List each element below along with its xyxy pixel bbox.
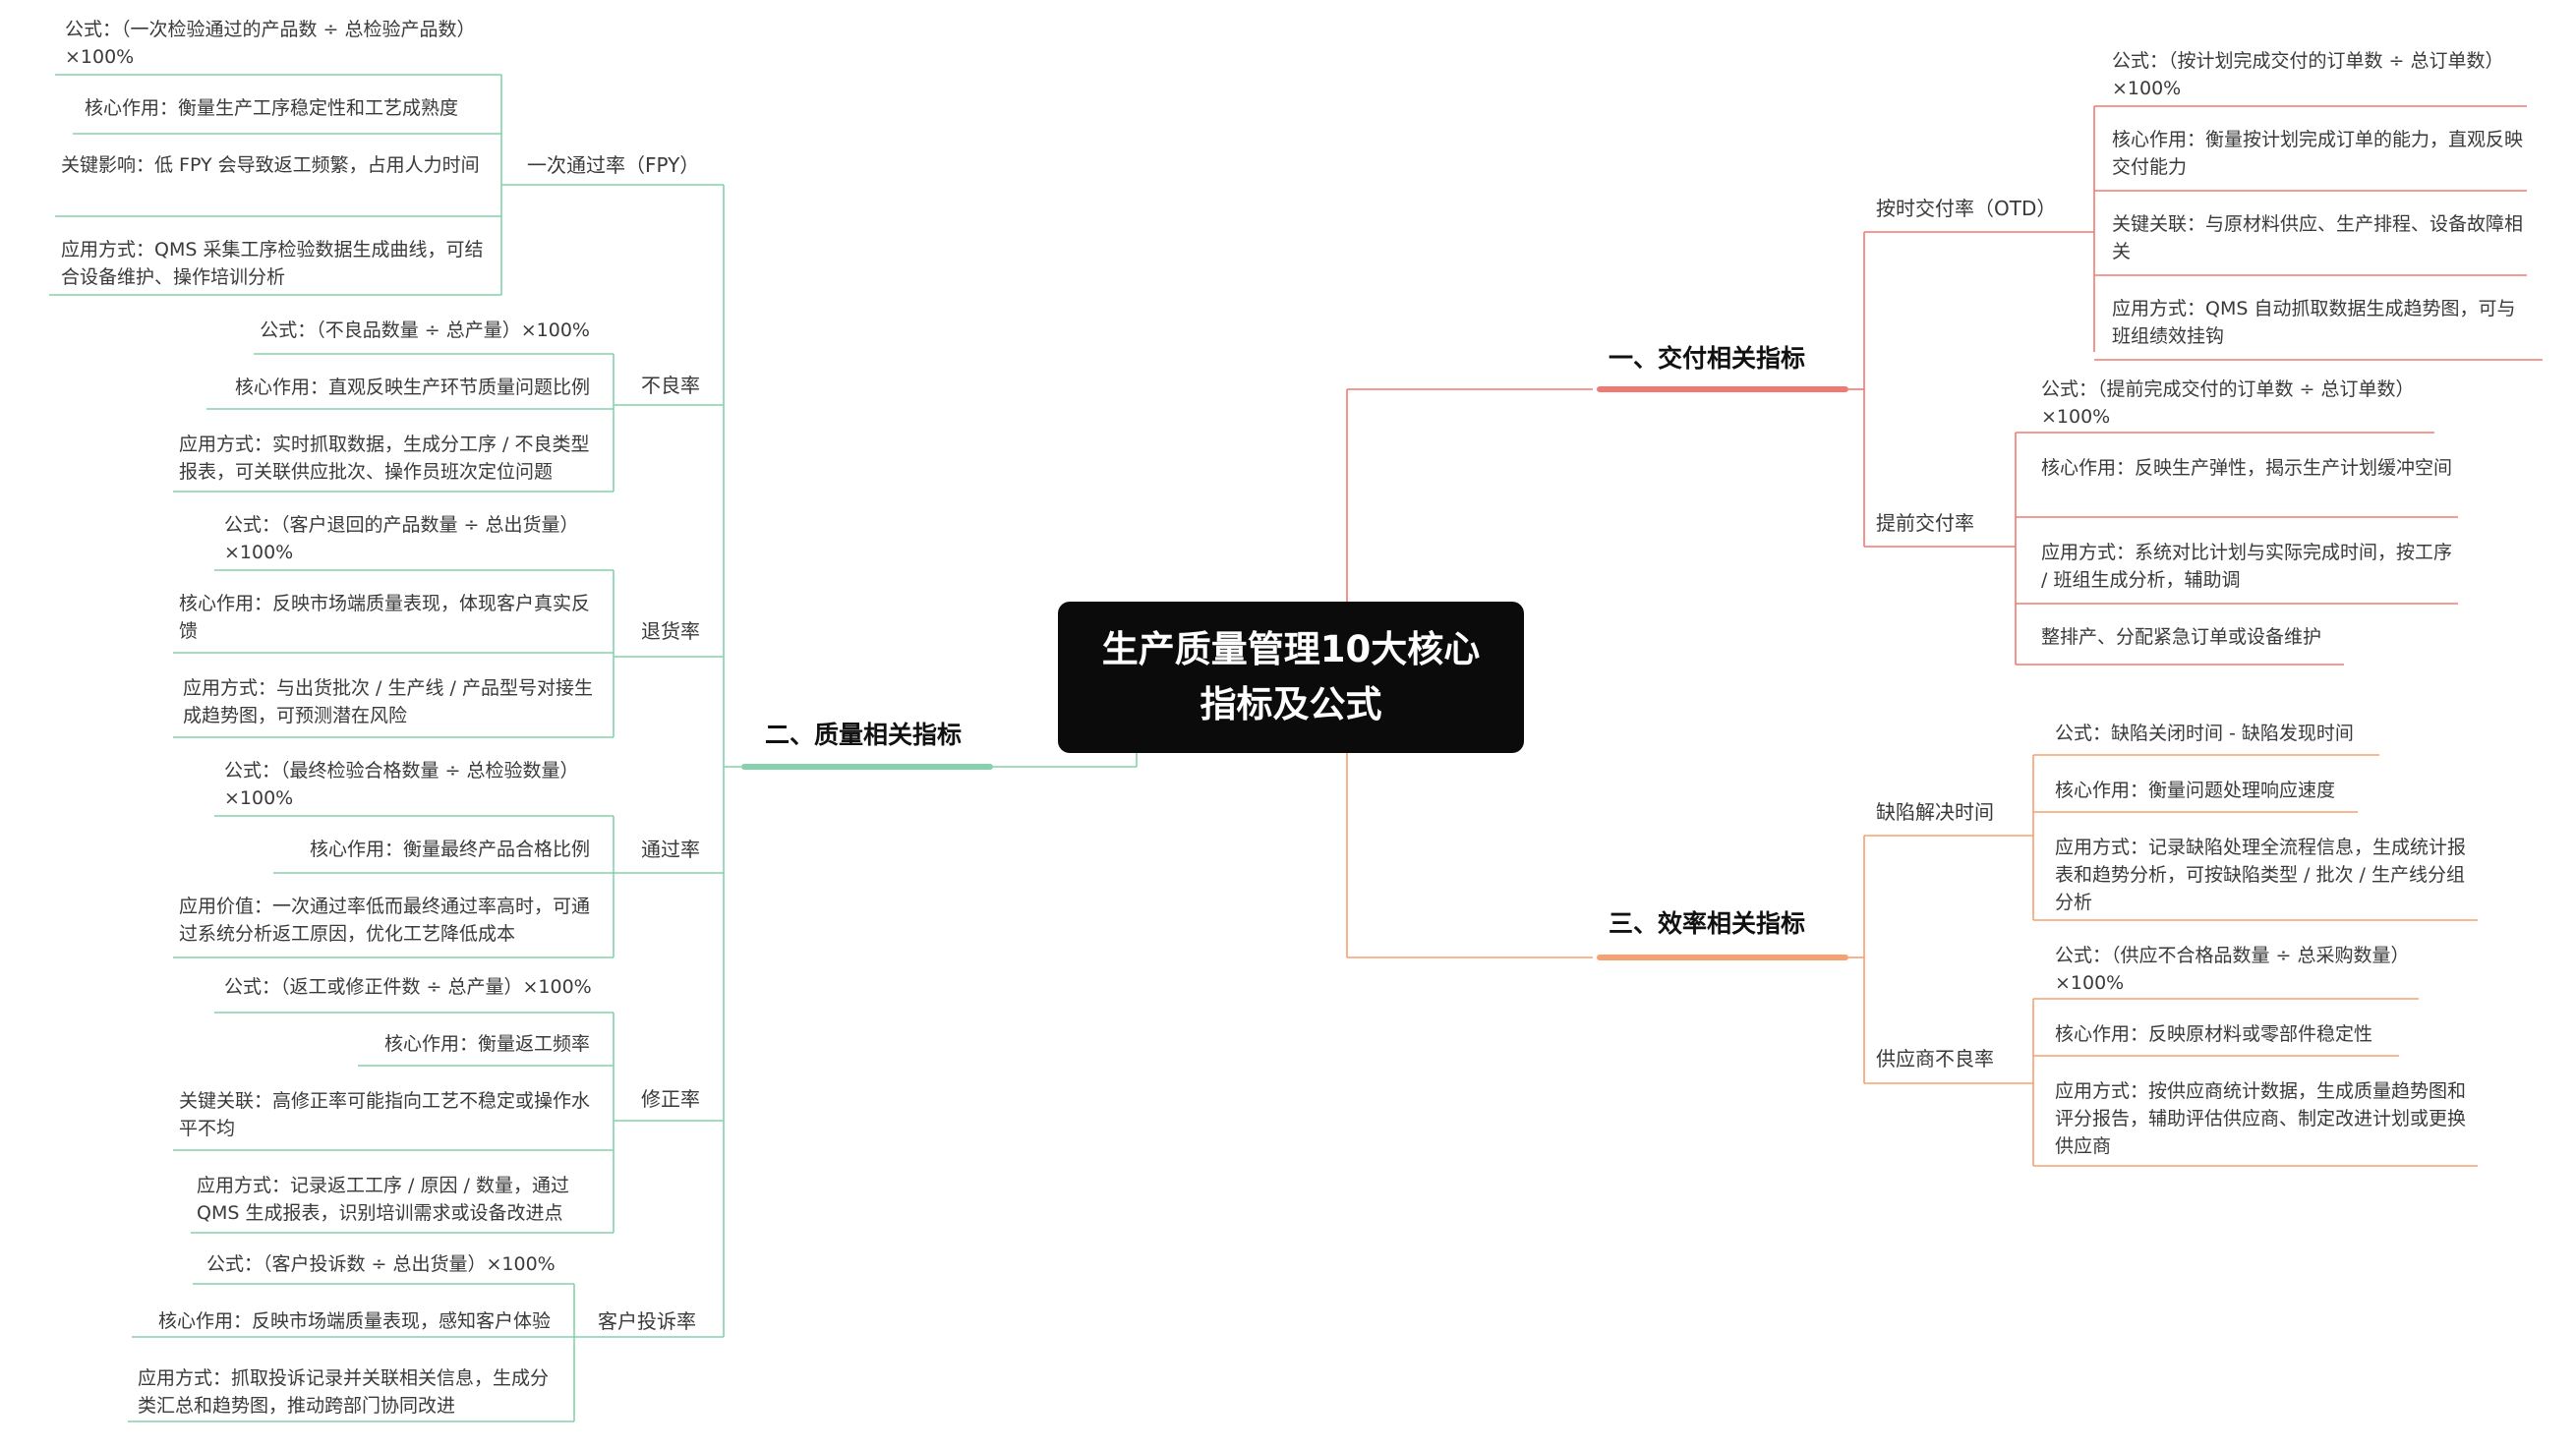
sub-rework-rate[interactable]: 修正率 xyxy=(641,1087,700,1111)
pass-core: 核心作用：衡量最终产品合格比例 xyxy=(309,839,590,860)
defect-formula: 公式：缺陷关闭时间 - 缺陷发现时间 xyxy=(2055,723,2354,744)
branch-underline-4 xyxy=(1597,386,1848,392)
fpy-apply: 应用方式：QMS 采集工序检验数据生成曲线，可结合设备维护、操作培训分析 xyxy=(61,239,484,288)
early-apply: 应用方式：系统对比计划与实际完成时间，按工序 / 班组生成分析，辅助调 xyxy=(2041,542,2453,591)
otd-formula: 公式：（按计划完成交付的订单数 ÷ 总订单数）×100% xyxy=(2112,50,2504,99)
rework-formula: 公式：（返工或修正件数 ÷ 总产量）×100% xyxy=(224,976,592,998)
branch-underline-35 xyxy=(741,764,993,770)
otd-core: 核心作用：衡量按计划完成订单的能力，直观反映交付能力 xyxy=(2112,129,2524,178)
rework-core: 核心作用：衡量返工频率 xyxy=(383,1033,590,1055)
pass-formula: 公式：（最终检验合格数量 ÷ 总检验数量）×100% xyxy=(224,760,579,809)
root-topic[interactable]: 生产质量管理10大核心指标及公式 xyxy=(1058,602,1524,753)
return-apply: 应用方式：与出货批次 / 生产线 / 产品型号对接生成趋势图，可预测潜在风险 xyxy=(183,677,593,726)
sub-otd[interactable]: 按时交付率（OTD） xyxy=(1876,197,2057,220)
sub-defect-time[interactable]: 缺陷解决时间 xyxy=(1876,800,1994,824)
sub-pass-rate[interactable]: 通过率 xyxy=(641,838,700,861)
early-formula: 公式：（提前完成交付的订单数 ÷ 总订单数）×100% xyxy=(2041,378,2415,428)
branch-underline-5 xyxy=(1597,955,1848,960)
defect-core: 核心作用：衡量问题处理响应速度 xyxy=(2055,780,2336,801)
rework-link: 关键关联：高修正率可能指向工艺不稳定或操作水平不均 xyxy=(179,1090,591,1139)
sub-defect-rate[interactable]: 不良率 xyxy=(641,374,700,397)
early-core: 核心作用：反映生产弹性，揭示生产计划缓冲空间 xyxy=(2041,457,2453,479)
complaint-core: 核心作用：反映市场端质量表现，感知客户体验 xyxy=(157,1310,551,1332)
branch-efficiency-label[interactable]: 三、效率相关指标 xyxy=(1609,909,1806,938)
otd-apply: 应用方式：QMS 自动抓取数据生成趋势图，可与班组绩效挂钩 xyxy=(2112,298,2516,347)
return-core: 核心作用：反映市场端质量表现，体现客户真实反馈 xyxy=(179,593,591,642)
sub-fpy[interactable]: 一次通过率（FPY） xyxy=(527,153,700,177)
fpy-impact: 关键影响：低 FPY 会导致返工频繁，占用人力时间 xyxy=(61,154,480,176)
fpy-formula: 公式：（一次检验通过的产品数 ÷ 总检验产品数）×100% xyxy=(65,19,476,68)
fpy-core: 核心作用：衡量生产工序稳定性和工艺成熟度 xyxy=(85,97,459,119)
return-formula: 公式：（客户退回的产品数量 ÷ 总出货量）×100% xyxy=(224,514,579,563)
defect-apply: 应用方式：记录缺陷处理全流程信息，生成统计报表和趋势分析，可按缺陷类型 / 批次… xyxy=(2055,837,2467,913)
sub-early-delivery[interactable]: 提前交付率 xyxy=(1876,511,1974,535)
complaint-apply: 应用方式：抓取投诉记录并关联相关信息，生成分类汇总和趋势图，推动跨部门协同改进 xyxy=(138,1367,550,1417)
early-apply-cont: 整排产、分配紧急订单或设备维护 xyxy=(2041,626,2322,648)
complaint-formula: 公式：（客户投诉数 ÷ 总出货量）×100% xyxy=(206,1253,556,1275)
branch-quality-label[interactable]: 二、质量相关指标 xyxy=(765,721,963,749)
pass-apply: 应用价值：一次通过率低而最终通过率高时，可通过系统分析返工原因，优化工艺降低成本 xyxy=(179,896,591,945)
supplier-apply: 应用方式：按供应商统计数据，生成质量趋势图和评分报告，辅助评估供应商、制定改进计… xyxy=(2055,1080,2467,1157)
otd-link: 关键关联：与原材料供应、生产排程、设备故障相关 xyxy=(2112,213,2524,262)
defect-rate-apply: 应用方式：实时抓取数据，生成分工序 / 不良类型报表，可关联供应批次、操作员班次… xyxy=(179,434,590,483)
defect-rate-core: 核心作用：直观反映生产环节质量问题比例 xyxy=(234,377,590,398)
sub-complaint-rate[interactable]: 客户投诉率 xyxy=(598,1309,696,1333)
sub-return-rate[interactable]: 退货率 xyxy=(641,619,700,643)
root-title: 生产质量管理10大核心指标及公式 xyxy=(1101,628,1481,725)
supplier-core: 核心作用：反映原材料或零部件稳定性 xyxy=(2055,1023,2373,1045)
sub-supplier-defect[interactable]: 供应商不良率 xyxy=(1876,1047,1994,1071)
branch-delivery-label[interactable]: 一、交付相关指标 xyxy=(1609,344,1806,373)
rework-apply: 应用方式：记录返工工序 / 原因 / 数量，通过 QMS 生成报表，识别培训需求… xyxy=(197,1175,569,1224)
supplier-formula: 公式：（供应不合格品数量 ÷ 总采购数量）×100% xyxy=(2055,945,2410,994)
defect-rate-formula: 公式：（不良品数量 ÷ 总产量）×100% xyxy=(260,319,590,341)
